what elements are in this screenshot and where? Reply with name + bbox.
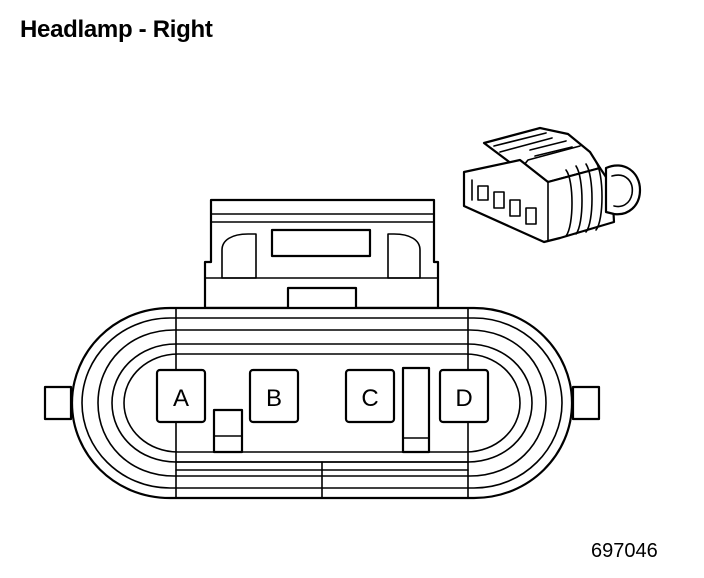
figure-number: 697046 xyxy=(591,540,658,562)
connector-face-view: A B C D xyxy=(43,198,601,500)
pin-cavity-b: B xyxy=(248,368,300,424)
right-tab xyxy=(571,385,601,421)
pin-label: B xyxy=(266,385,282,412)
pin-label: D xyxy=(455,385,472,412)
pin-label: C xyxy=(361,385,378,412)
pin-cavity-c: C xyxy=(344,368,396,424)
pin-cavity-a: A xyxy=(155,368,207,424)
key-left xyxy=(212,408,244,454)
pin-cavity-d: D xyxy=(438,368,490,424)
pin-label: A xyxy=(173,385,189,412)
left-tab xyxy=(43,385,73,421)
diagram-title: Headlamp - Right xyxy=(20,16,213,43)
connector-iso-view xyxy=(462,126,642,244)
key-right xyxy=(401,366,431,454)
